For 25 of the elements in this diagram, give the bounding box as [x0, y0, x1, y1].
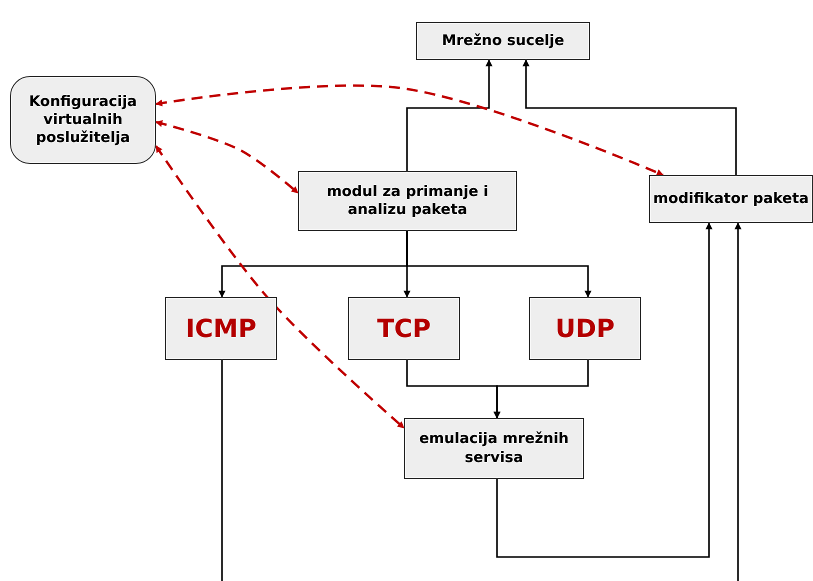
node-label: ICMP — [186, 312, 256, 344]
arrow — [221, 222, 742, 581]
arrow — [496, 222, 712, 558]
arrow — [406, 59, 492, 171]
process-box — [404, 418, 584, 479]
node-label: TCP — [377, 312, 431, 344]
node-label: modifikator paketa — [653, 190, 809, 208]
process-box — [416, 22, 590, 60]
rounded-box — [10, 76, 156, 164]
arrow — [494, 360, 589, 419]
process-box — [165, 297, 277, 360]
arrow — [522, 59, 737, 175]
dashed-arrow — [155, 145, 405, 429]
dashed-arrow — [155, 84, 664, 176]
node-label: Mrežno sucelje — [442, 32, 564, 50]
process-box — [298, 171, 517, 231]
process-box — [348, 297, 460, 360]
arrow — [406, 231, 592, 298]
node-label: modul za primanje i analizu paketa — [326, 182, 490, 220]
process-box — [649, 175, 813, 223]
node-label: UDP — [555, 312, 615, 344]
process-box — [529, 297, 641, 360]
dashed-arrow — [155, 120, 299, 194]
node-label: Konfiguracija virtualnih poslužitelja — [28, 92, 138, 148]
node-label: emulacija mrežnih servisa — [418, 430, 570, 467]
